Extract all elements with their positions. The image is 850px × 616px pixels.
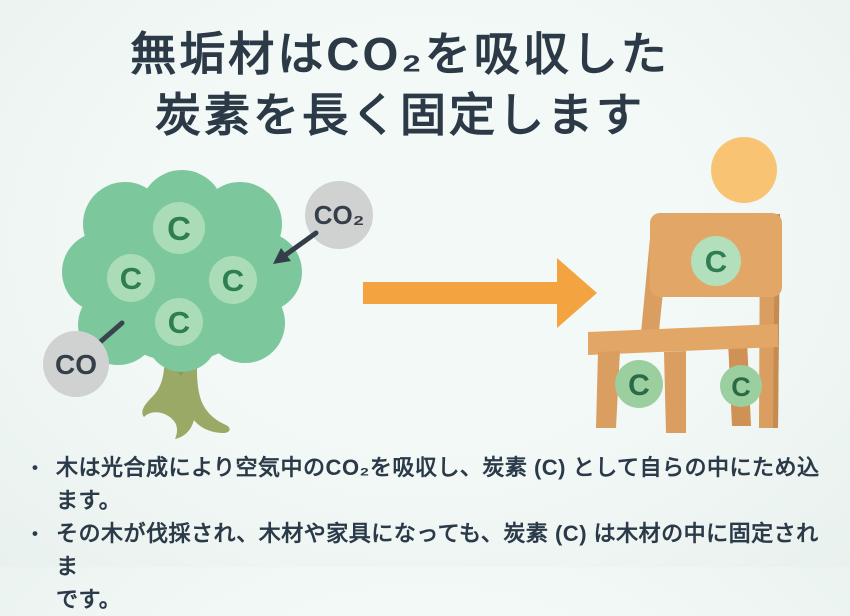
co-bubble-group: CO [43, 320, 125, 397]
carbon-atom-label: C [731, 372, 751, 402]
bullet-text-line: 木は光合成により空気中のCO₂を吸収し、炭素 (C) として自らの中にため込 [56, 455, 820, 480]
bullet-text-line: です。 [56, 587, 122, 612]
bullet-text: 木は光合成により空気中のCO₂を吸収し、炭素 (C) として自らの中にため込 ま… [56, 451, 836, 517]
carbon-atom-label: C [120, 261, 142, 296]
sun-circle [711, 137, 777, 203]
carbon-atom-label: C [222, 263, 244, 298]
bullet-list: • 木は光合成により空気中のCO₂を吸収し、炭素 (C) として自らの中にため込… [32, 451, 836, 616]
page-title: 無垢材はCO₂を吸収した 炭素を長く固定します [0, 24, 800, 146]
page-title-line-2: 炭素を長く固定します [155, 89, 645, 141]
bullet-item: • 木は光合成により空気中のCO₂を吸収し、炭素 (C) として自らの中にため込… [32, 451, 836, 517]
chair-carbon-circle [720, 365, 762, 407]
carbon-atom-circle [209, 256, 257, 304]
tree-trunk [142, 350, 230, 439]
carbon-atom-circle [153, 202, 205, 254]
bullet-text-line: ます。 [56, 488, 122, 513]
carbon-atom-circle [107, 254, 155, 302]
carbon-atom-label: C [167, 210, 191, 247]
page-title-line-1: 無垢材はCO₂を吸収した [130, 28, 670, 80]
transformation-arrow [363, 258, 597, 328]
bullet-marker: • [32, 458, 39, 477]
co-bubble [43, 331, 109, 397]
co-label: CO [55, 349, 97, 380]
chair-leg-front-left [596, 351, 620, 428]
co-connector-line [96, 320, 125, 346]
co2-bubble [305, 181, 373, 249]
carbon-atom-label: C [628, 369, 650, 402]
carbon-atom-label: C [168, 305, 190, 340]
chair-illustration: C C C [588, 213, 782, 433]
co2-label: CO₂ [314, 200, 365, 230]
illustration: C C C C CO₂ CO [43, 137, 782, 439]
co2-absorption-arrowhead [273, 248, 291, 264]
chair-leg-mid [664, 351, 686, 433]
chair-carbon-circle [615, 360, 663, 408]
tree-carbon-atoms: C C C C [107, 202, 257, 346]
carbon-atom-label: C [705, 244, 727, 279]
co2-bubble-group: CO₂ [273, 181, 373, 264]
carbon-atom-circle [155, 298, 203, 346]
co2-absorption-arrow-line [281, 230, 319, 259]
chair-seat [588, 324, 778, 355]
bullet-marker: • [32, 524, 39, 543]
bullet-text-line: その木が伐採され、木材や家具になっても、炭素 (C) は木材の中に固定されま [56, 521, 819, 579]
infographic-canvas: 無垢材はCO₂を吸収した 炭素を長く固定します [0, 24, 819, 612]
chair-carbon-circle [691, 236, 741, 286]
tree-illustration: C C C C CO₂ CO [43, 170, 373, 439]
